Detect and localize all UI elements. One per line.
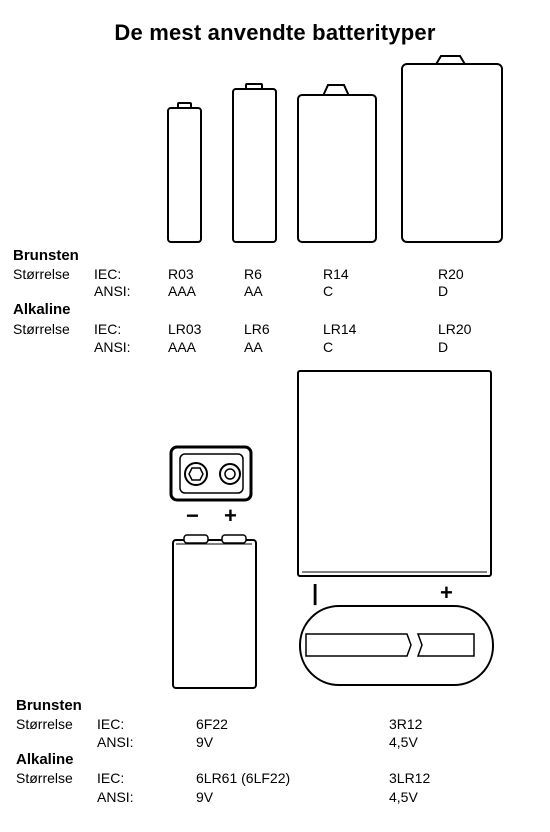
size-label: Størrelse <box>13 321 70 337</box>
iec-value: R6 <box>244 266 262 282</box>
ansi-value: AAA <box>168 339 197 355</box>
flat-minus-sign: | <box>312 580 319 605</box>
page-title: De mest anvendte batterityper <box>114 20 436 45</box>
ansi-value: 4,5V <box>389 734 418 750</box>
iec-label: IEC: <box>94 321 122 337</box>
d-battery-icon <box>401 55 503 243</box>
iec-label: IEC: <box>94 266 122 282</box>
ansi-value: 4,5V <box>389 789 418 805</box>
ansi-value: D <box>438 339 449 355</box>
nine-volt-battery-icon <box>169 445 257 689</box>
ansi-value: 9V <box>196 789 214 805</box>
flat-battery-icon <box>297 370 494 686</box>
ansi-value: 9V <box>196 734 214 750</box>
ansi-label: ANSI: <box>97 734 134 750</box>
flat-plus-sign: + <box>440 580 453 605</box>
iec-label: IEC: <box>97 716 125 732</box>
ansi-value: C <box>323 283 334 299</box>
iec-value: R20 <box>438 266 464 282</box>
ansi-value: AA <box>244 283 263 299</box>
iec-value: LR6 <box>244 321 270 337</box>
section2-alkaline-heading: Alkaline <box>16 751 74 768</box>
iec-label: IEC: <box>97 770 125 786</box>
ansi-value: C <box>323 339 334 355</box>
iec-value: 3R12 <box>389 716 423 732</box>
section2-brunsten-heading: Brunsten <box>16 697 82 714</box>
section1-alkaline-heading: Alkaline <box>13 301 71 318</box>
ansi-value: AAA <box>168 283 197 299</box>
iec-value: 6F22 <box>196 716 228 732</box>
ansi-value: D <box>438 283 449 299</box>
size-label: Størrelse <box>16 716 73 732</box>
section1-brunsten-heading: Brunsten <box>13 247 79 264</box>
size-label: Størrelse <box>13 266 70 282</box>
iec-value: R14 <box>323 266 349 282</box>
nine-volt-minus-sign: − <box>186 503 199 528</box>
iec-value: LR03 <box>168 321 202 337</box>
iec-value: R03 <box>168 266 194 282</box>
ansi-value: AA <box>244 339 263 355</box>
aaa-battery-icon <box>167 102 202 243</box>
c-battery-icon <box>297 84 377 243</box>
iec-value: 6LR61 (6LF22) <box>196 770 291 786</box>
ansi-label: ANSI: <box>94 339 131 355</box>
size-label: Størrelse <box>16 770 73 786</box>
ansi-label: ANSI: <box>94 283 131 299</box>
nine-volt-plus-sign: + <box>224 503 237 528</box>
iec-value: 3LR12 <box>389 770 431 786</box>
iec-value: LR14 <box>323 321 357 337</box>
ansi-label: ANSI: <box>97 789 134 805</box>
aa-battery-icon <box>232 83 277 243</box>
iec-value: LR20 <box>438 321 472 337</box>
